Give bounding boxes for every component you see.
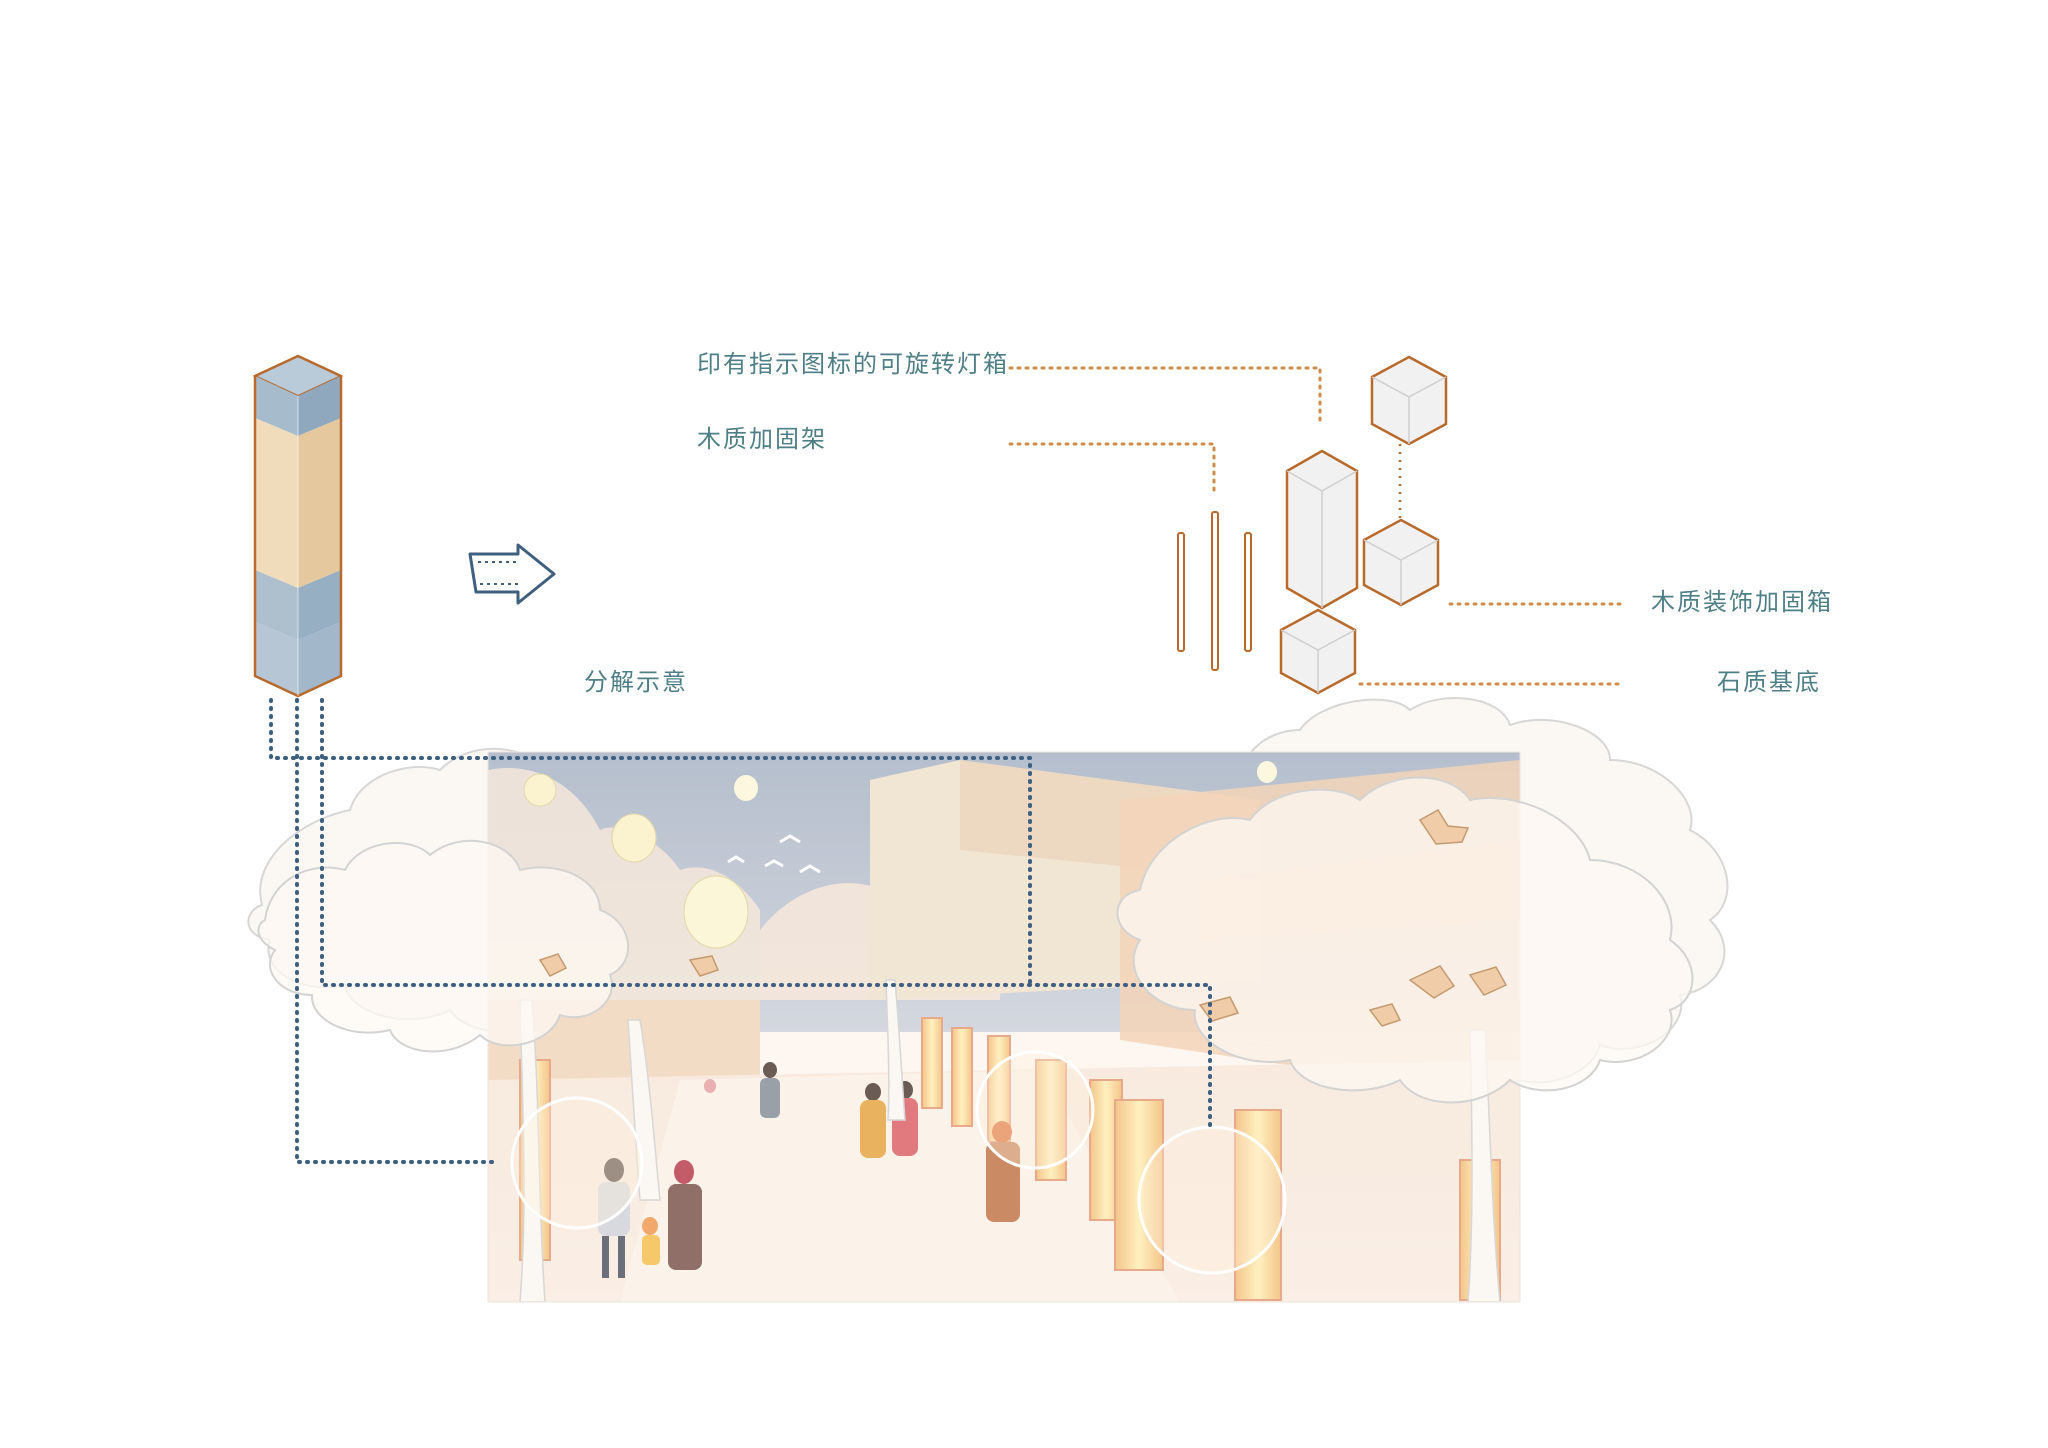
right-arrow-icon xyxy=(468,543,556,605)
pedestrians xyxy=(598,1062,1020,1278)
street-scene-illustration xyxy=(247,697,1729,1303)
bottom-cube xyxy=(1279,608,1357,695)
label-wooden-box: 木质装饰加固箱 xyxy=(1651,588,1833,616)
blue-leader-lines xyxy=(269,698,1212,1164)
orange-leader-lines xyxy=(1008,366,1622,686)
birds xyxy=(727,834,821,874)
leaf-highlights xyxy=(538,808,1508,1027)
exploded-components xyxy=(1177,355,1448,695)
middle-cube xyxy=(1362,518,1440,607)
label-wooden-frame: 木质加固架 xyxy=(697,425,827,453)
label-stone-base: 石质基底 xyxy=(1717,668,1821,696)
highlight-circles xyxy=(510,1050,1287,1275)
wooden-frame-rods xyxy=(1177,511,1252,671)
top-cube xyxy=(1370,355,1448,446)
front-tree-canopies xyxy=(257,776,1694,1104)
tall-lightbox xyxy=(1285,449,1359,610)
label-exploded-view: 分解示意 xyxy=(584,668,688,696)
balloons xyxy=(523,761,1277,949)
assembled-lamp-pillar xyxy=(252,354,344,698)
label-rotating-lightbox: 印有指示图标的可旋转灯箱 xyxy=(697,350,1009,378)
scene-trees xyxy=(519,979,1501,1302)
